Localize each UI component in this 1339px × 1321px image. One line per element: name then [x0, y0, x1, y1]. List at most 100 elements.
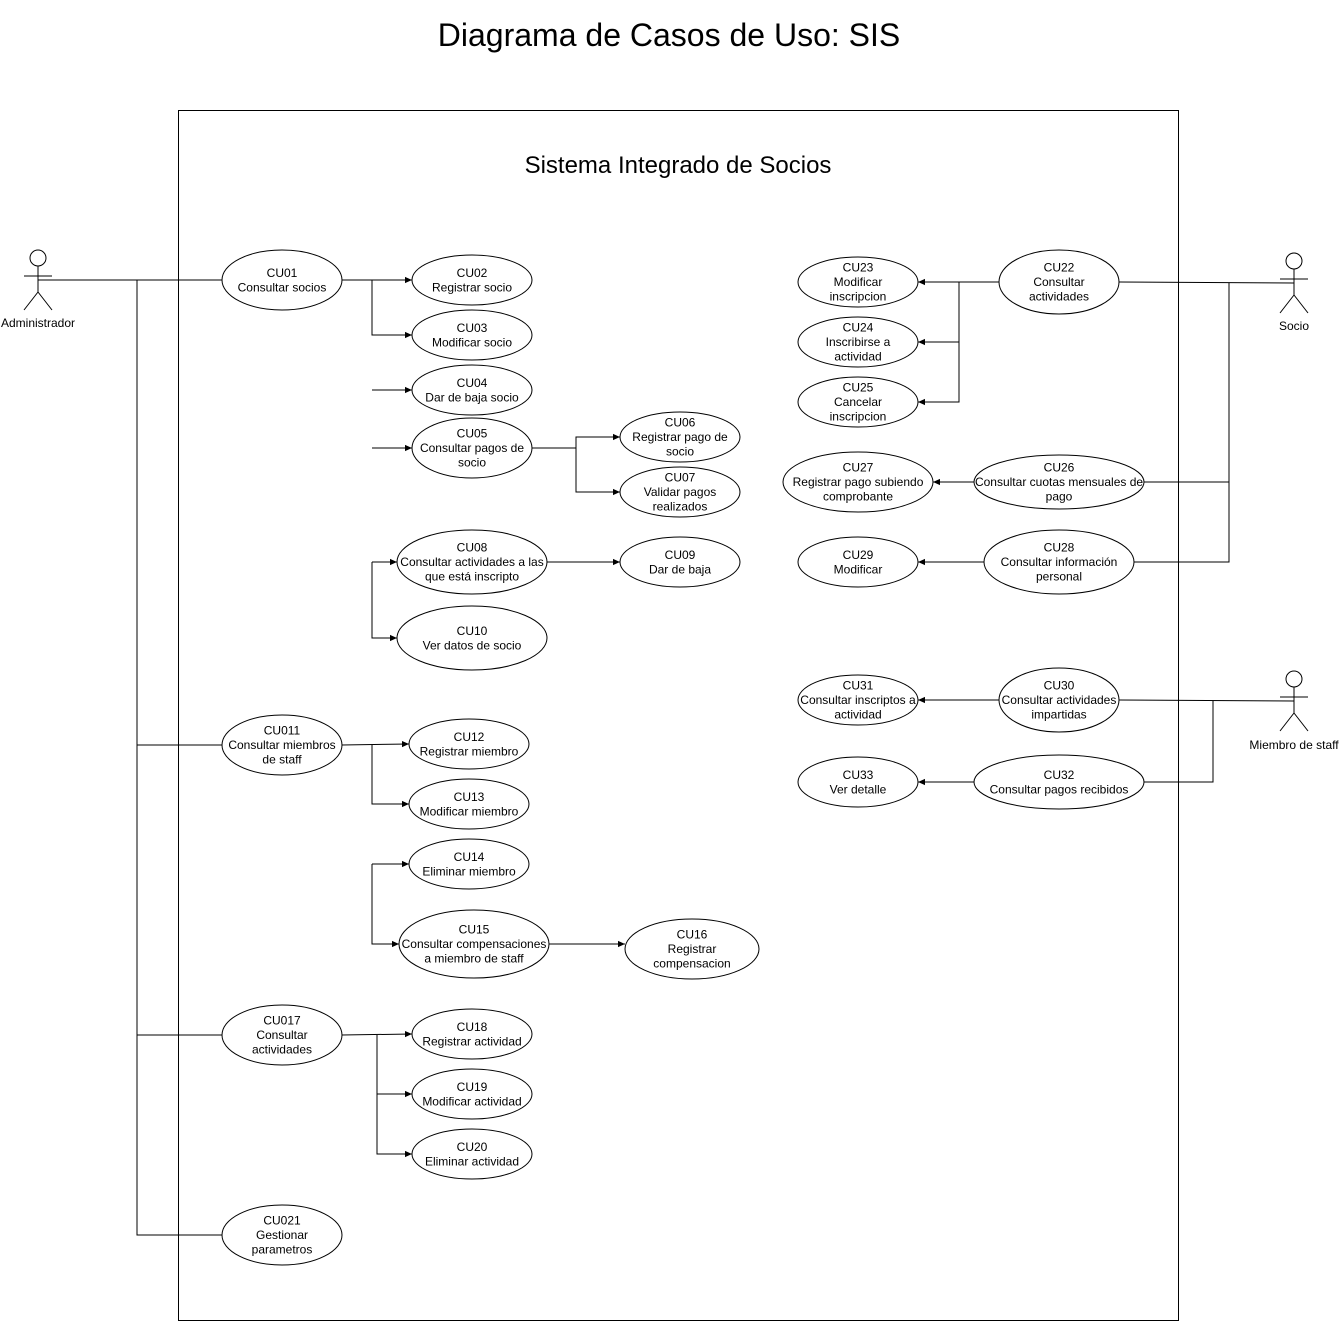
- association-line: [1144, 283, 1230, 483]
- use-case-id: CU16: [677, 928, 708, 942]
- stick-figure-icon: [1279, 252, 1309, 314]
- use-case-id: CU02: [457, 266, 488, 280]
- include-arrow: [371, 280, 412, 339]
- use-case-ellipse: [782, 451, 934, 513]
- use-case-ellipse: [398, 909, 550, 979]
- use-case-id: CU011: [264, 724, 301, 738]
- use-case-id: CU33: [843, 768, 874, 782]
- use-case-id: CU28: [1044, 541, 1075, 555]
- include-arrow: [341, 1030, 413, 1038]
- use-case-label: actividad: [834, 350, 881, 364]
- use-case-label: que está inscripto: [425, 570, 519, 584]
- use-case-ellipse: [797, 376, 919, 428]
- use-case-ellipse: [619, 536, 741, 588]
- use-case-label: Dar de baja socio: [425, 390, 519, 404]
- use-case-label: Validar pagos: [644, 485, 717, 499]
- use-case-label: Consultar pagos de: [420, 441, 524, 455]
- include-arrow: [341, 740, 410, 748]
- use-case-ellipse: [411, 1068, 533, 1120]
- use-case-label: Consultar actividades a las: [400, 555, 543, 569]
- use-case-label: Consultar inscriptos a: [800, 693, 916, 707]
- include-arrow: [918, 282, 960, 346]
- use-case-ellipse: [619, 411, 741, 463]
- use-case-id: CU29: [843, 548, 874, 562]
- use-case-label: Consultar: [1033, 275, 1084, 289]
- use-case-ellipse: [408, 718, 530, 770]
- use-case-label: Modificar miembro: [420, 804, 519, 818]
- use-case-id: CU14: [454, 850, 485, 864]
- use-case-id: CU20: [457, 1140, 488, 1154]
- use-case-id: CU27: [843, 461, 874, 475]
- use-case-ellipse: [797, 536, 919, 588]
- use-case-label: Registrar pago subiendo: [793, 475, 924, 489]
- use-case-ellipse: [624, 918, 760, 980]
- use-case-ellipse: [998, 249, 1120, 315]
- actor-socio[interactable]: Socio: [1279, 252, 1309, 333]
- use-case-label: Modificar socio: [432, 335, 512, 349]
- use-case-label: socio: [458, 456, 486, 470]
- use-case-label: Consultar pagos recibidos: [990, 782, 1129, 796]
- use-case-ellipse: [221, 1204, 343, 1266]
- use-case-label: actividades: [252, 1043, 312, 1057]
- use-case-label: Dar de baja: [649, 562, 711, 576]
- use-case-label: Registrar: [668, 942, 717, 956]
- actor-label: Socio: [1279, 319, 1309, 333]
- use-case-label: Consultar compensaciones: [402, 937, 547, 951]
- diagram-title: Diagrama de Casos de Uso: SIS: [438, 17, 900, 53]
- use-case-id: CU25: [843, 381, 874, 395]
- use-case-id: CU07: [665, 471, 696, 485]
- use-case-id: CU03: [457, 321, 488, 335]
- actor-miembro-staff[interactable]: Miembro de staff: [1249, 670, 1339, 752]
- use-case-id: CU15: [459, 923, 490, 937]
- use-case-ellipse: [973, 454, 1145, 510]
- use-case-label: compensacion: [653, 957, 730, 971]
- include-arrow: [371, 562, 397, 642]
- use-case-label: de staff: [262, 753, 302, 767]
- use-case-label: comprobante: [823, 490, 893, 504]
- use-case-label: Eliminar actividad: [425, 1154, 519, 1168]
- use-case-id: CU06: [665, 416, 696, 430]
- use-case-id: CU23: [843, 261, 874, 275]
- use-case-ellipse: [408, 838, 530, 890]
- use-case-ellipse: [998, 667, 1120, 733]
- use-case-id: CU04: [457, 376, 488, 390]
- use-case-ellipse: [411, 254, 533, 306]
- use-case-label: parametros: [252, 1243, 313, 1257]
- association-line: [1144, 701, 1214, 783]
- use-case-ellipse: [221, 1004, 343, 1066]
- actor-administrador[interactable]: Administrador: [1, 249, 75, 330]
